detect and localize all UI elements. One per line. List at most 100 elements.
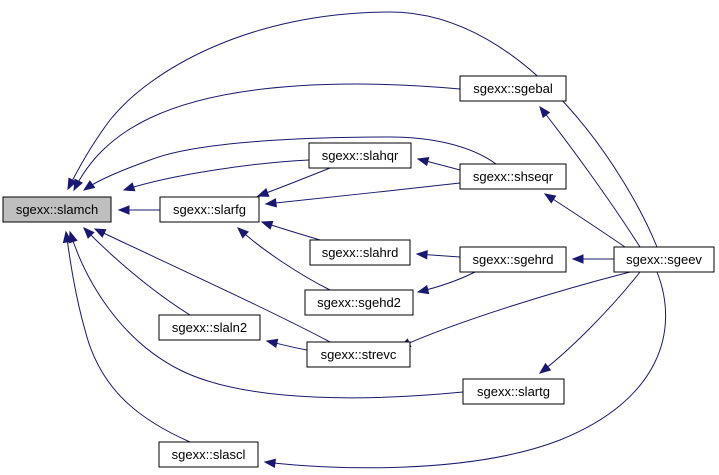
arrowhead <box>237 227 249 239</box>
edge-sgehrd-to-slahrd <box>415 250 461 260</box>
node-box <box>462 378 565 405</box>
node-box <box>2 196 112 223</box>
arrowhead <box>538 362 552 374</box>
edge-sgeev-to-slamch <box>67 11 658 248</box>
node-box <box>613 246 715 273</box>
arrowhead <box>263 458 276 468</box>
node-box <box>158 441 259 468</box>
node-label: sgexx::strevc <box>321 347 397 362</box>
node-slascl[interactable]: sgexx::slascl <box>158 441 259 468</box>
node-box <box>158 314 261 341</box>
edge-sgeev-to-sgehrd <box>571 254 614 264</box>
edge-slascl-to-slamch <box>62 230 191 443</box>
node-sgebal[interactable]: sgexx::sgebal <box>459 75 567 102</box>
arrowhead <box>264 198 277 208</box>
edge-strevc-to-slamch <box>93 228 331 343</box>
node-label: sgexx::slahqr <box>322 148 399 163</box>
edge-sgehd2-to-slarfg <box>237 227 331 291</box>
edge-slarfg-to-slamch <box>117 205 160 215</box>
node-box <box>159 196 260 223</box>
node-sgehrd[interactable]: sgexx::sgehrd <box>459 246 567 273</box>
node-label: sgexx::sgebal <box>473 81 553 96</box>
edge-line <box>399 271 631 348</box>
arrowhead <box>416 284 430 295</box>
edge-line <box>237 227 331 291</box>
arrowhead <box>260 220 274 230</box>
edge-sgeev-to-slascl <box>263 271 667 469</box>
edge-shseqr-to-slahqr <box>416 156 461 171</box>
node-label: sgexx::slartg <box>477 384 550 399</box>
node-label: sgexx::slascl <box>172 447 246 462</box>
arrowhead <box>67 177 77 191</box>
arrowhead <box>415 250 428 260</box>
edge-line <box>69 231 464 399</box>
arrowhead <box>265 338 279 348</box>
node-label: sgexx::slahrd <box>322 245 399 260</box>
edge-slahrd-to-slarfg <box>260 220 321 241</box>
node-box <box>459 163 567 190</box>
node-label: sgexx::shseqr <box>473 169 554 184</box>
edge-line <box>257 167 331 197</box>
edge-strevc-to-slaln2 <box>265 338 308 351</box>
arrowhead <box>83 227 95 239</box>
node-slahqr[interactable]: sgexx::slahqr <box>308 142 412 169</box>
edge-sgeev-to-strevc <box>398 271 631 348</box>
arrowhead <box>256 187 270 197</box>
node-slahrd[interactable]: sgexx::slahrd <box>309 239 411 266</box>
node-box <box>459 75 567 102</box>
edge-sgeev-to-sgebal <box>539 105 641 248</box>
arrowhead <box>543 193 557 204</box>
edge-line <box>539 106 641 248</box>
edge-line <box>83 227 191 316</box>
node-shseqr[interactable]: sgexx::shseqr <box>459 163 567 190</box>
arrowhead <box>73 178 83 192</box>
edge-line <box>67 11 658 248</box>
edge-sgeev-to-slartg <box>538 271 641 374</box>
node-slartg[interactable]: sgexx::slartg <box>462 378 565 405</box>
node-strevc[interactable]: sgexx::strevc <box>306 341 411 368</box>
arrowhead <box>539 105 551 119</box>
edge-line <box>544 193 626 248</box>
node-label: sgexx::sgehrd <box>473 252 554 267</box>
node-slaln2[interactable]: sgexx::slaln2 <box>158 314 261 341</box>
edge-line <box>265 182 461 205</box>
edge-slaln2-to-slamch <box>83 227 191 316</box>
node-label: sgexx::sgehd2 <box>317 295 401 310</box>
arrowhead <box>82 180 96 191</box>
node-slamch[interactable]: sgexx::slamch <box>2 196 112 223</box>
node-label: sgexx::slarfg <box>173 202 246 217</box>
arrowhead <box>93 228 107 238</box>
node-box <box>309 239 411 266</box>
arrowhead <box>571 254 584 264</box>
arrowhead <box>62 230 73 244</box>
edge-line <box>83 136 497 191</box>
edge-sgebal-to-slamch <box>73 83 461 192</box>
node-sgeev[interactable]: sgexx::sgeev <box>613 246 715 273</box>
edge-line <box>65 231 191 443</box>
edge-slahqr-to-slarfg <box>256 167 331 197</box>
node-box <box>304 289 414 316</box>
arrowhead <box>416 156 430 167</box>
node-label: sgexx::slamch <box>16 202 98 217</box>
node-box <box>308 142 412 169</box>
edge-line <box>264 271 667 469</box>
edge-slahqr-to-slamch <box>122 159 310 192</box>
edge-sgehrd-to-sgehd2 <box>416 271 476 295</box>
edge-sgeev-to-shseqr <box>543 193 626 248</box>
edge-layer <box>62 11 667 469</box>
edge-line <box>94 228 331 343</box>
edge-shseqr-to-slarfg <box>264 182 461 208</box>
arrowhead <box>117 205 130 215</box>
node-label: sgexx::sgeev <box>626 252 702 267</box>
node-label: sgexx::slaln2 <box>172 320 247 335</box>
node-box <box>459 246 567 273</box>
node-sgehd2[interactable]: sgexx::sgehd2 <box>304 289 414 316</box>
arrowhead <box>122 182 136 192</box>
edge-shseqr-to-slamch <box>82 136 497 191</box>
edge-line <box>73 83 461 191</box>
edge-line <box>539 271 641 374</box>
edge-line <box>123 159 310 191</box>
node-slarfg[interactable]: sgexx::slarfg <box>159 196 260 223</box>
